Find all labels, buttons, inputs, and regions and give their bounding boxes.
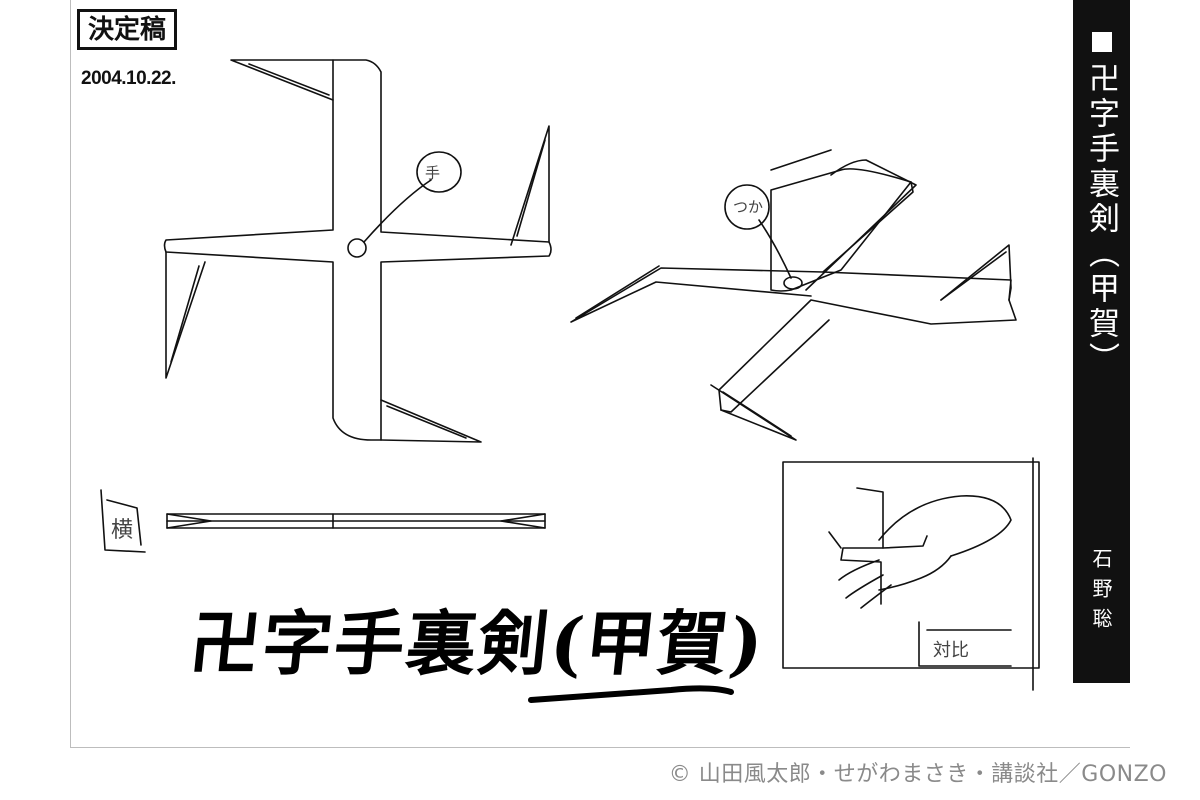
final-draft-stamp: 決定稿 [77, 9, 178, 50]
sheet-date: 2004.10.22. [81, 68, 176, 89]
angled-view-shuriken [570, 149, 1017, 441]
side-view-label: 横 [111, 518, 134, 543]
shuriken-drawing [100, 59, 1040, 703]
title-sidebar: 卍字手裏剣（甲賀） 石野聡 [1073, 0, 1130, 683]
copyright-notice: © 山田風太郎・せがわまさき・講談社／GONZO [668, 762, 1167, 787]
calligraphy-title: 卍字手裏剣(甲賀) [186, 602, 770, 685]
angled-callout-note: つか [733, 198, 764, 216]
sidebar-author: 石野聡 [1089, 548, 1113, 638]
front-view-shuriken [163, 59, 552, 443]
sidebar-title: 卍字手裏剣（甲賀） [1083, 62, 1119, 377]
model-sheet: 決定稿 2004.10.22. [70, 0, 1130, 748]
side-view-bar [100, 489, 546, 553]
square-bullet-icon [1092, 32, 1112, 52]
hand-scale-label: 対比 [933, 640, 969, 661]
hand-scale-panel [782, 457, 1040, 691]
front-callout-note: 手 [425, 164, 441, 182]
